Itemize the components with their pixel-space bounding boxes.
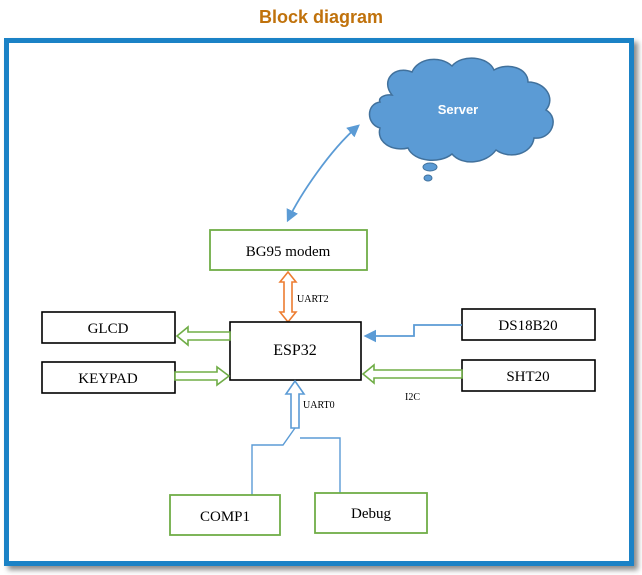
uart0-switch <box>251 427 341 495</box>
esp32-glcd-arrow <box>175 325 231 347</box>
server-cloud: Server <box>368 57 554 182</box>
modem-block <box>209 229 368 271</box>
server-label: Server <box>438 102 478 117</box>
keypad-esp32-arrow <box>174 365 231 387</box>
sht20-block <box>461 359 596 392</box>
modem-label: BG95 modem <box>246 244 331 260</box>
glcd-block <box>41 311 176 344</box>
esp32-block <box>229 321 362 381</box>
uart2-label: UART2 <box>297 294 329 305</box>
esp32-label: ESP32 <box>273 342 317 359</box>
i2c-label: I2C <box>405 392 420 403</box>
ds18b20-block <box>461 308 596 341</box>
glcd-label: GLCD <box>88 321 129 337</box>
comp1-block <box>169 494 281 536</box>
comp1-label: COMP1 <box>200 509 250 525</box>
keypad-label: KEYPAD <box>78 371 138 387</box>
sht20-esp32-arrow <box>361 363 463 385</box>
keypad-block <box>41 361 176 394</box>
ds18b20-esp32-link <box>363 324 462 343</box>
server-modem-link <box>286 124 360 223</box>
uart0-label: UART0 <box>303 400 335 411</box>
debug-block <box>314 492 428 534</box>
debug-label: Debug <box>351 506 391 522</box>
diagram-title: Block diagram <box>258 7 384 27</box>
ds18b20-label: DS18B20 <box>498 318 557 334</box>
uart2-arrow <box>278 270 298 324</box>
uart0-arrow <box>284 379 306 429</box>
sht20-label: SHT20 <box>506 369 549 385</box>
